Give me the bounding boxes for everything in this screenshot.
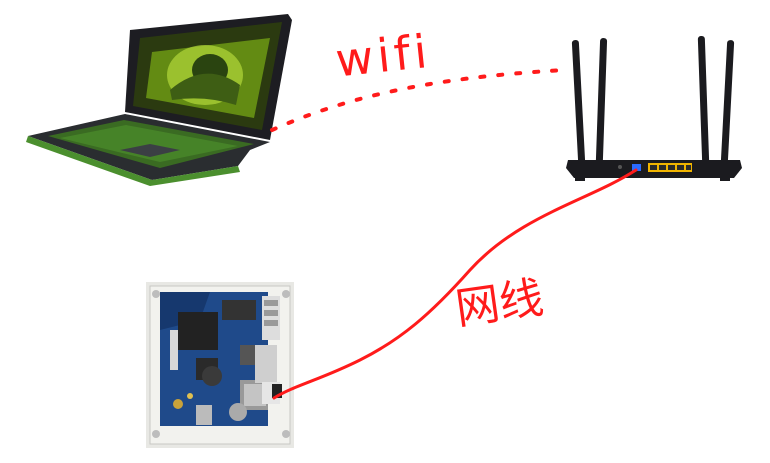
laptop-icon	[26, 14, 292, 186]
dev-board-icon	[146, 282, 294, 448]
cable-link	[272, 168, 638, 400]
cable-label: 网线	[452, 272, 546, 335]
router-icon	[566, 36, 742, 181]
wifi-label: wifi	[333, 24, 434, 88]
